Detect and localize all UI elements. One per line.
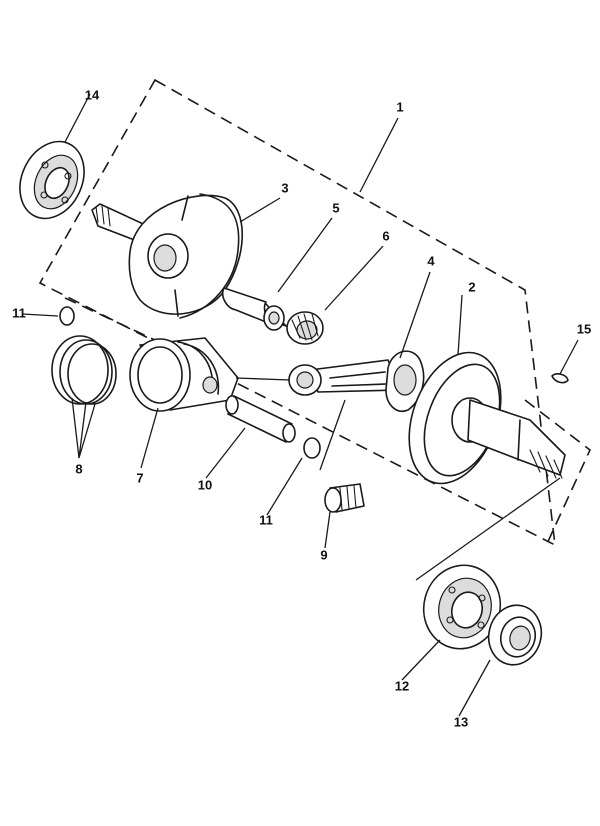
- callout-labels: 1 2 3 4 5 6 7 8 9 10 11 11 12 13 14 15: [12, 87, 591, 729]
- part-6-needle-bearing: [286, 311, 324, 345]
- leader-lines: [21, 93, 579, 717]
- part-11-circlip-lower: [303, 437, 321, 459]
- callout-4: 4: [427, 253, 435, 268]
- callout-1: 1: [396, 99, 403, 114]
- callout-11-upper: 11: [12, 305, 26, 320]
- callout-6: 6: [382, 228, 389, 243]
- part-14-bearing: [19, 140, 85, 220]
- callout-5: 5: [332, 200, 339, 215]
- part-3-crank-web-left: [91, 193, 243, 319]
- part-10-piston-pin: [225, 395, 296, 443]
- callout-8: 8: [75, 461, 82, 476]
- part-7-piston: [129, 337, 239, 412]
- part-11-circlip-upper: [59, 306, 75, 326]
- crank-end-boundary: [524, 399, 591, 549]
- callout-15: 15: [577, 321, 591, 336]
- callout-11-lower: 11: [259, 512, 273, 527]
- callout-13: 13: [454, 714, 468, 729]
- assembly-boundary: [38, 78, 556, 547]
- part-15-key: [551, 373, 569, 384]
- callout-3: 3: [281, 180, 288, 195]
- part-4-connecting-rod: [288, 350, 425, 412]
- callout-14: 14: [85, 87, 100, 102]
- part-5-crank-pin: [221, 287, 287, 331]
- piston-group-boundary: [64, 297, 231, 376]
- callout-2: 2: [468, 279, 475, 294]
- part-8-piston-rings: [51, 335, 117, 405]
- callout-10: 10: [198, 477, 212, 492]
- callout-7: 7: [136, 470, 143, 485]
- part-9-small-end-bearing: [324, 483, 365, 513]
- callout-12: 12: [395, 678, 409, 693]
- callout-9: 9: [320, 547, 327, 562]
- part-12-bearing: [422, 564, 502, 650]
- part-2-crank-web-right: [408, 351, 566, 485]
- part-13-oil-seal: [487, 604, 543, 666]
